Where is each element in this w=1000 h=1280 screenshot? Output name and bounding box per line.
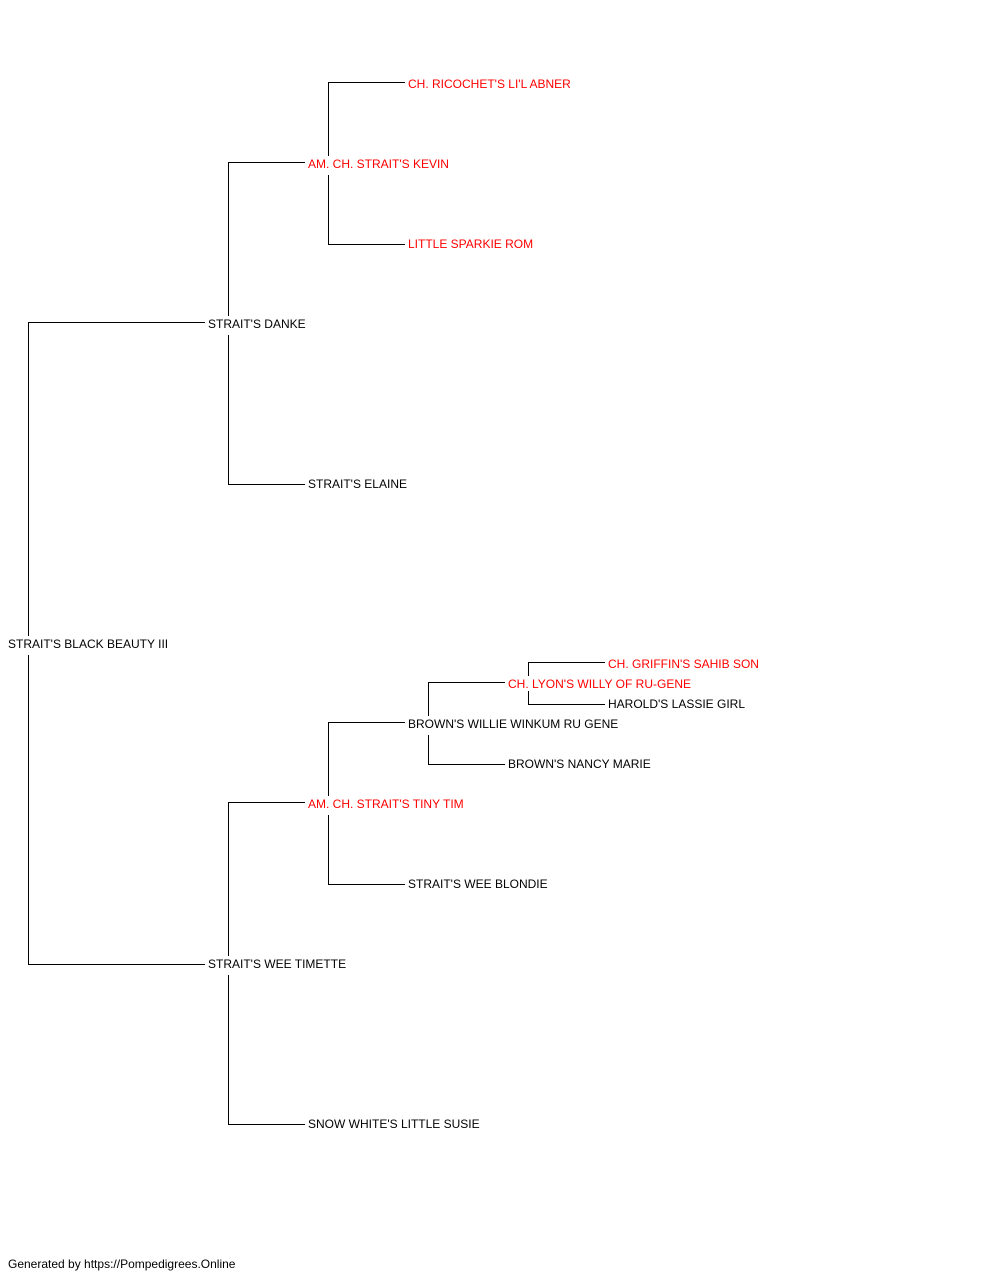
connector-dam-sire-sire-dam xyxy=(428,735,505,765)
connector-dam-sire xyxy=(228,802,305,956)
dam-sire-sire-sire-sire-dog: CH. GRIFFIN'S SAHIB SON xyxy=(608,657,759,671)
dam-sire-sire-sire-dam-dog: HAROLD'S LASSIE GIRL xyxy=(608,697,746,711)
sire-dam-dog: STRAIT'S ELAINE xyxy=(308,477,407,491)
connector-sire-sire xyxy=(228,162,305,316)
dam-sire-dam-dog: STRAIT'S WEE BLONDIE xyxy=(408,877,548,891)
sire-sire-dog: AM. CH. STRAIT'S KEVIN xyxy=(308,157,449,171)
connector-dam-sire-sire-sire xyxy=(428,682,505,716)
connector-sire-sire-dam xyxy=(328,175,405,245)
connector-sire-sire-sire xyxy=(328,82,405,156)
generated-by-footer: Generated by https://Pompedigrees.Online xyxy=(8,1257,236,1271)
dam-dog: STRAIT'S WEE TIMETTE xyxy=(208,957,347,971)
connector-dam-dam xyxy=(228,975,305,1125)
connector-dam-sire-dam xyxy=(328,815,405,885)
connector-dam-sire-sire xyxy=(328,722,405,796)
connector-dam-sire-sire-sire-dam xyxy=(528,691,605,705)
dam-sire-dog: AM. CH. STRAIT'S TINY TIM xyxy=(308,797,464,811)
dam-sire-sire-dog: BROWN'S WILLIE WINKUM RU GENE xyxy=(408,717,619,731)
dam-sire-sire-dam-dog: BROWN'S NANCY MARIE xyxy=(508,757,651,771)
connector-sire-dam xyxy=(228,335,305,485)
connector-subject-sire xyxy=(28,322,205,636)
sire-sire-dam-dog: LITTLE SPARKIE ROM xyxy=(408,237,534,251)
sire-sire-sire-dog: CH. RICOCHET'S LI'L ABNER xyxy=(408,77,571,91)
sire-dog: STRAIT'S DANKE xyxy=(208,317,306,331)
connector-subject-dam xyxy=(28,655,205,965)
dam-dam-dog: SNOW WHITE'S LITTLE SUSIE xyxy=(308,1117,480,1131)
connector-dam-sire-sire-sire-sire xyxy=(528,662,605,676)
subject-dog: STRAIT'S BLACK BEAUTY III xyxy=(8,637,169,651)
dam-sire-sire-sire-dog: CH. LYON'S WILLY OF RU-GENE xyxy=(508,677,691,691)
